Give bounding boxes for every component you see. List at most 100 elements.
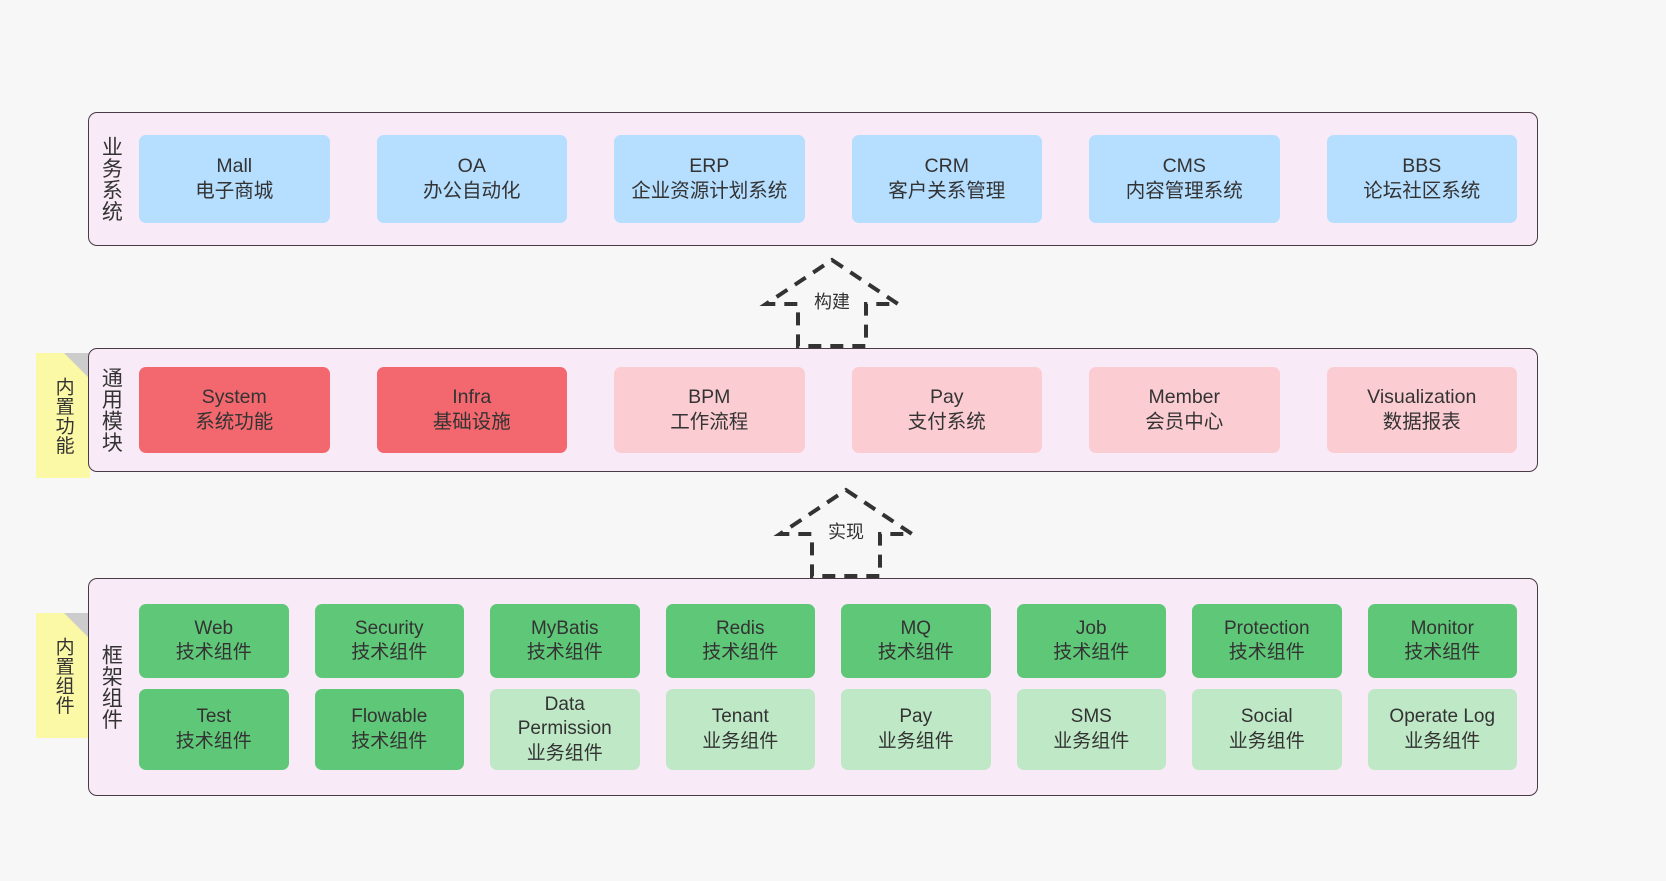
card-title-cn: 会员中心 <box>1145 411 1224 433</box>
card-title-en: Monitor <box>1410 617 1474 639</box>
card-title-cn: 技术组件 <box>702 642 779 664</box>
card-crm[interactable]: CRM 客户关系管理 <box>851 135 1042 223</box>
note-text: 内置功能 <box>52 376 74 455</box>
card-title-en: Tenant <box>711 706 769 728</box>
card-title-en: Web <box>194 617 234 639</box>
card-bpm[interactable]: BPM 工作流程 <box>614 367 805 453</box>
card-title-cn: 技术组件 <box>1053 642 1130 664</box>
note-builtin-features: 内置功能 <box>36 353 90 478</box>
card-title-en: System <box>201 386 267 409</box>
arrow-label-implement: 实现 <box>828 522 864 542</box>
card-security[interactable]: Security 技术组件 <box>314 604 464 679</box>
card-title-cn: 业务组件 <box>1228 730 1305 752</box>
card-title-cn: 业务组件 <box>1404 730 1481 752</box>
card-test[interactable]: Test 技术组件 <box>139 689 289 770</box>
card-erp[interactable]: ERP 企业资源计划系统 <box>614 135 805 223</box>
card-social[interactable]: Social 业务组件 <box>1192 689 1342 770</box>
generalization-arrow-shape <box>759 257 905 348</box>
card-bbs[interactable]: BBS 论坛社区系统 <box>1326 135 1517 223</box>
arrow-build: 构建 <box>752 256 912 348</box>
card-title-en: Pay <box>929 386 964 409</box>
card-tenant[interactable]: Tenant 业务组件 <box>665 689 815 770</box>
card-title-en: SMS <box>1070 706 1112 728</box>
framework-card-row-business: Test 技术组件 Flowable 技术组件 Data Permission … <box>139 689 1517 770</box>
card-title-en: Mall <box>216 155 253 178</box>
card-title-en: Operate Log <box>1389 706 1496 728</box>
arrow-implement: 实现 <box>766 486 926 578</box>
card-monitor[interactable]: Monitor 技术组件 <box>1367 604 1517 679</box>
card-title-cn: 电子商城 <box>195 180 274 202</box>
arrow-label-build: 构建 <box>814 292 850 312</box>
card-title-en: ERP <box>689 155 730 178</box>
card-member[interactable]: Member 会员中心 <box>1089 367 1280 453</box>
card-title-cn: 支付系统 <box>907 411 986 433</box>
card-mybatis[interactable]: MyBatis 技术组件 <box>490 604 640 679</box>
card-title-cn: 基础设施 <box>432 411 511 433</box>
card-sms[interactable]: SMS 业务组件 <box>1016 689 1166 770</box>
layer-business-systems: 业务系统 Mall 电子商城 OA 办公自动化 ERP 企业资源计划系统 CRM <box>88 112 1538 246</box>
card-title-en: Test <box>196 706 232 728</box>
framework-card-container: Web 技术组件 Security 技术组件 MyBatis 技术组件 Redi… <box>131 579 1537 795</box>
card-title-en: Flowable <box>351 706 428 728</box>
common-card-container: System 系统功能 Infra 基础设施 BPM 工作流程 Pay 支付系统… <box>131 349 1537 471</box>
card-title-en: CRM <box>924 155 969 178</box>
card-title-cn: 论坛社区系统 <box>1363 180 1481 202</box>
card-visualization[interactable]: Visualization 数据报表 <box>1326 367 1517 453</box>
card-title-cn: 业务组件 <box>702 730 779 752</box>
card-job[interactable]: Job 技术组件 <box>1016 604 1166 679</box>
card-title-cn: 工作流程 <box>670 411 749 433</box>
card-title-cn: 技术组件 <box>1404 642 1481 664</box>
common-card-row: System 系统功能 Infra 基础设施 BPM 工作流程 Pay 支付系统… <box>131 349 1537 471</box>
card-redis[interactable]: Redis 技术组件 <box>665 604 815 679</box>
card-protection[interactable]: Protection 技术组件 <box>1192 604 1342 679</box>
card-title-en: MyBatis <box>530 617 599 639</box>
card-data-permission[interactable]: Data Permission 业务组件 <box>490 689 640 770</box>
card-title-cn: 系统功能 <box>195 411 274 433</box>
card-title-en: Protection <box>1223 617 1310 639</box>
card-title-cn: 业务组件 <box>1053 730 1130 752</box>
framework-card-row-technical: Web 技术组件 Security 技术组件 MyBatis 技术组件 Redi… <box>139 604 1517 679</box>
card-title-cn: 技术组件 <box>526 642 603 664</box>
card-title-cn: 内容管理系统 <box>1125 180 1243 202</box>
card-title-en: OA <box>457 155 486 178</box>
card-infra[interactable]: Infra 基础设施 <box>376 367 567 453</box>
card-title-cn: 技术组件 <box>175 642 252 664</box>
card-title-cn: 技术组件 <box>351 642 428 664</box>
card-title-en: MQ <box>900 617 932 639</box>
card-flowable[interactable]: Flowable 技术组件 <box>314 689 464 770</box>
generalization-arrow-shape <box>773 487 919 578</box>
card-operate-log[interactable]: Operate Log 业务组件 <box>1367 689 1517 770</box>
card-pay-component[interactable]: Pay 业务组件 <box>841 689 991 770</box>
card-mall[interactable]: Mall 电子商城 <box>139 135 330 223</box>
card-title-en: BPM <box>688 386 731 409</box>
note-fold-corner-icon <box>64 613 90 639</box>
layer-common-modules: 通用模块 System 系统功能 Infra 基础设施 BPM 工作流程 Pay <box>88 348 1538 472</box>
business-card-row: Mall 电子商城 OA 办公自动化 ERP 企业资源计划系统 CRM 客户关系… <box>131 113 1537 245</box>
layer-label-common: 通用模块 <box>99 367 123 453</box>
layer-framework-components: 框架组件 Web 技术组件 Security 技术组件 MyBatis 技术组件… <box>88 578 1538 796</box>
note-text: 内置组件 <box>52 636 74 715</box>
card-system[interactable]: System 系统功能 <box>139 367 330 453</box>
note-builtin-components: 内置组件 <box>36 613 90 738</box>
card-title-en: Data Permission <box>517 694 612 740</box>
card-title-en: BBS <box>1402 155 1442 178</box>
card-pay-module[interactable]: Pay 支付系统 <box>851 367 1042 453</box>
note-fold-corner-icon <box>64 353 90 379</box>
card-title-cn: 业务组件 <box>526 742 603 764</box>
card-title-en: Visualization <box>1367 386 1477 409</box>
card-title-cn: 业务组件 <box>877 730 954 752</box>
card-web[interactable]: Web 技术组件 <box>139 604 289 679</box>
card-mq[interactable]: MQ 技术组件 <box>841 604 991 679</box>
business-card-container: Mall 电子商城 OA 办公自动化 ERP 企业资源计划系统 CRM 客户关系… <box>131 113 1537 245</box>
card-title-cn: 技术组件 <box>351 730 428 752</box>
card-oa[interactable]: OA 办公自动化 <box>376 135 567 223</box>
card-title-en: Member <box>1148 386 1221 409</box>
card-title-cn: 技术组件 <box>175 730 252 752</box>
layer-label-framework: 框架组件 <box>99 644 123 730</box>
card-title-en: Job <box>1075 617 1107 639</box>
card-title-en: Social <box>1240 706 1293 728</box>
card-title-cn: 技术组件 <box>1228 642 1305 664</box>
card-title-cn: 办公自动化 <box>422 180 521 202</box>
card-cms[interactable]: CMS 内容管理系统 <box>1089 135 1280 223</box>
